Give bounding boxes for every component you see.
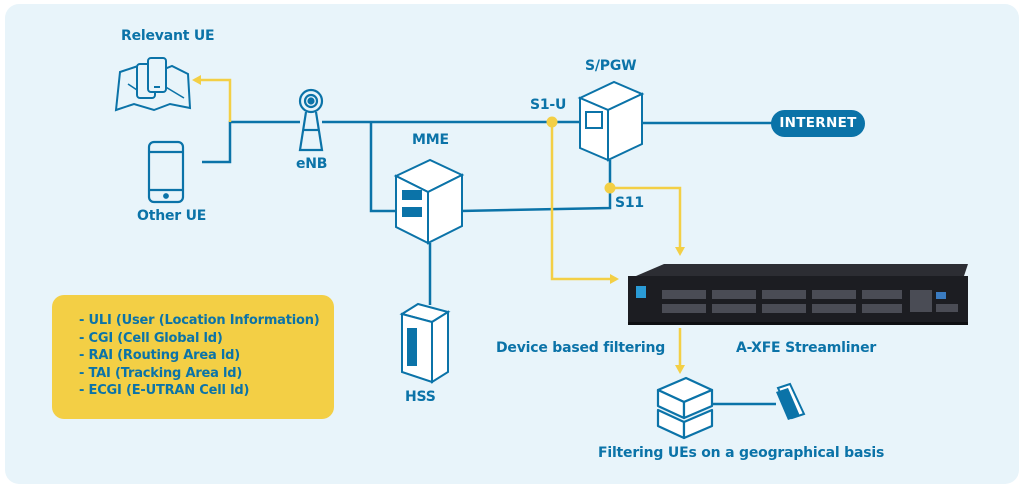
list-item: - ECGI (E-UTRAN Cell ld): [79, 383, 250, 398]
label-s1u: S1-U: [530, 97, 567, 113]
link-other-ue-to-enb: [202, 120, 300, 164]
yellow-links: [200, 78, 682, 366]
arrowhead-relevant-ue: [192, 75, 201, 85]
tap-point-s11: [604, 182, 616, 194]
antenna-tower-icon: [298, 88, 324, 152]
link-mme-branch: [369, 122, 396, 213]
location-ids-box: - ULI (User (Location Information) - CGI…: [52, 295, 334, 419]
label-other-ue: Other UE: [137, 208, 207, 224]
small-device-icon: [776, 382, 806, 420]
link-yellow-to-relevant-ue: [200, 78, 232, 122]
label-geo-filtering: Filtering UEs on a geographical basis: [598, 445, 885, 461]
location-ids-list: - ULI (User (Location Information) - CGI…: [52, 295, 334, 400]
label-s11: S11: [615, 195, 644, 211]
yellow-arrowheads: [192, 75, 685, 374]
link-s11-to-streamliner: [610, 186, 682, 248]
label-hss: HSS: [405, 389, 436, 405]
link-mme-to-spgw: [459, 160, 612, 213]
stacked-boxes-icon: [656, 376, 714, 440]
tap-point-s1u: [546, 116, 558, 128]
blue-links: [202, 120, 776, 406]
spgw-server-icon: [577, 80, 645, 162]
rack-appliance-icon: [628, 264, 968, 325]
label-device-filtering: Device based filtering: [496, 340, 666, 356]
mme-server-icon: [393, 158, 465, 245]
list-item: - TAI (Tracking Area ld): [79, 365, 243, 381]
list-item: - CGI (Cell Global ld): [79, 330, 223, 346]
label-spgw: S/PGW: [585, 58, 637, 74]
hss-server-icon: [399, 302, 451, 384]
internet-badge: INTERNET: [771, 110, 865, 137]
label-streamliner: A-XFE Streamliner: [736, 340, 877, 356]
port-cages: [662, 290, 958, 313]
map-phones-icon: [114, 57, 192, 112]
label-mme: MME: [412, 132, 449, 148]
list-item: - RAI (Routing Area ld): [79, 348, 240, 363]
link-s1u-to-streamliner: [550, 122, 612, 281]
arrowhead-streamliner-left: [610, 274, 619, 284]
label-relevant-ue: Relevant UE: [121, 28, 215, 44]
arrowhead-streamliner-top: [675, 247, 685, 256]
arrowhead-geo: [675, 365, 685, 374]
label-enb: eNB: [296, 156, 328, 172]
list-item: - ULI (User (Location Information): [79, 313, 320, 328]
smartphone-icon: [147, 140, 185, 204]
